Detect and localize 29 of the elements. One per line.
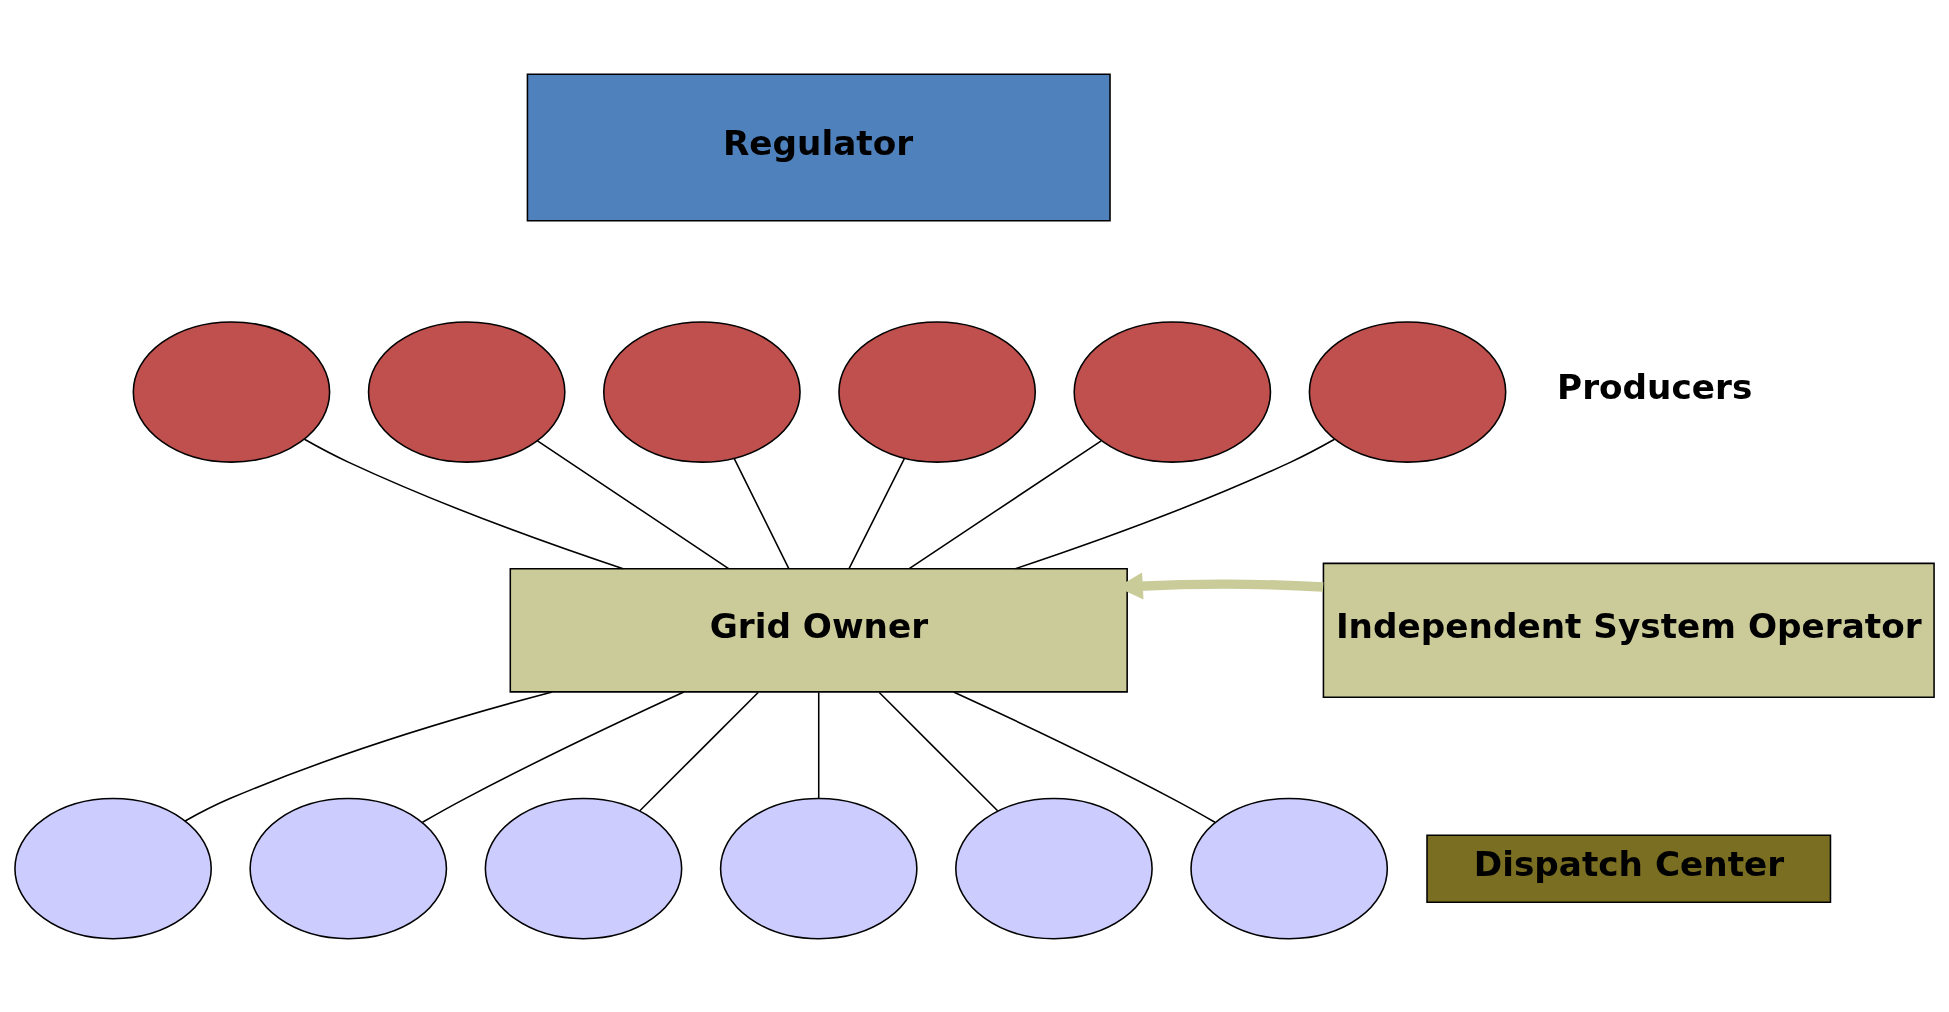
node-ellipse [249, 797, 448, 940]
label: Producers [1557, 366, 1753, 407]
connector [908, 439, 1102, 569]
node-ellipse [132, 320, 331, 463]
connector [639, 691, 759, 812]
connector [817, 691, 820, 799]
node-ellipse [484, 797, 683, 940]
node-ellipse [367, 320, 566, 463]
connector [952, 690, 1216, 823]
node-box: Independent System Operator [1322, 562, 1935, 698]
node-box: Grid Owner [509, 567, 1128, 693]
connector [421, 690, 685, 823]
connector [733, 457, 790, 569]
node-ellipse [603, 320, 801, 463]
node-box: Regulator [526, 72, 1111, 221]
node-ellipse [838, 320, 1037, 463]
node-ellipse [1190, 797, 1389, 940]
node-ellipse [1073, 320, 1272, 463]
connector [848, 457, 906, 569]
connector [303, 437, 624, 570]
connector [536, 439, 730, 569]
connector [878, 691, 999, 812]
node-ellipse [1308, 320, 1507, 463]
node-ellipse [955, 797, 1153, 940]
node-box: Dispatch Center [1426, 833, 1832, 903]
node-ellipse [14, 797, 212, 940]
node-ellipse [719, 797, 918, 940]
connector [184, 690, 553, 822]
connector [1014, 438, 1336, 569]
